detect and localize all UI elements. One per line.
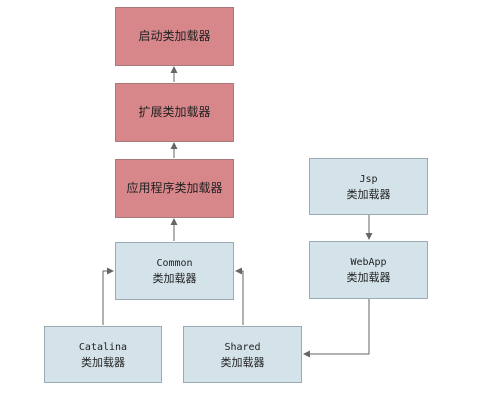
catalina-classloader-name: Catalina <box>78 341 128 353</box>
common-classloader-node: Common 类加载器 <box>115 242 234 300</box>
shared-classloader-node: Shared 类加载器 <box>183 326 302 383</box>
webapp-classloader-node: WebApp 类加载器 <box>309 241 428 299</box>
shared-classloader-name: Shared <box>224 341 261 353</box>
catalina-classloader-title: 类加载器 <box>81 355 125 369</box>
webapp-classloader-title: 类加载器 <box>346 271 391 284</box>
webapp-classloader-name: WebApp <box>350 257 387 268</box>
application-classloader-title: 应用程序类加载器 <box>126 181 223 195</box>
jsp-classloader-node: Jsp 类加载器 <box>309 158 428 215</box>
arrow-webapp-to-shared <box>303 299 370 358</box>
common-classloader-name: Common <box>156 258 193 269</box>
arrow-catalina-to-common <box>102 267 114 325</box>
bootstrap-classloader-title: 启动类加载器 <box>138 29 211 43</box>
jsp-classloader-title: 类加载器 <box>346 187 391 201</box>
application-classloader-node: 应用程序类加载器 <box>115 159 234 218</box>
jsp-classloader-name: Jsp <box>359 173 378 185</box>
arrow-shared-to-common <box>235 267 244 325</box>
shared-classloader-title: 类加载器 <box>220 355 265 369</box>
extension-classloader-node: 扩展类加载器 <box>115 83 234 142</box>
common-classloader-title: 类加载器 <box>152 272 197 285</box>
catalina-classloader-node: Catalina 类加载器 <box>44 326 162 383</box>
bootstrap-classloader-node: 启动类加载器 <box>115 7 234 66</box>
extension-classloader-title: 扩展类加载器 <box>138 105 211 119</box>
